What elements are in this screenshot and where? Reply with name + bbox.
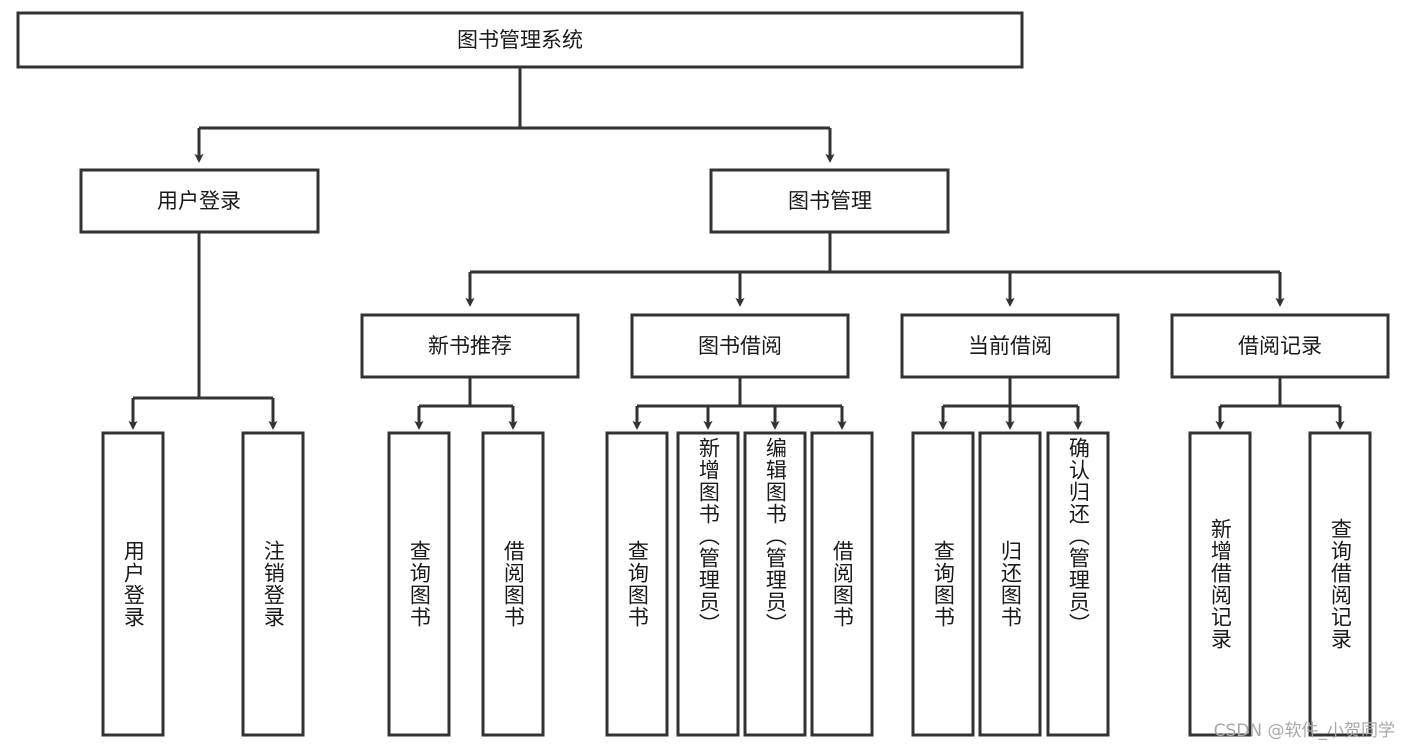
connector-userlogin-to-leaves <box>128 232 278 431</box>
node-current-borrow[interactable]: 当前借阅 <box>900 313 1120 379</box>
leaf-boxes <box>101 431 1372 737</box>
leaf-box-borrow-book-2[interactable] <box>810 431 874 737</box>
connector-root-to-level2 <box>194 67 835 164</box>
leaf-box-logout-login[interactable] <box>241 431 305 737</box>
leaf-box-add-book[interactable] <box>676 431 740 737</box>
leaf-box-return-book[interactable] <box>978 431 1042 737</box>
connector-borrowrecord-to-leaves <box>1215 377 1345 431</box>
leaf-box-borrow-book-1[interactable] <box>481 431 545 737</box>
node-book-management[interactable]: 图书管理 <box>709 168 950 234</box>
leaf-box-edit-book[interactable] <box>743 431 807 737</box>
leaf-box-query-book-3[interactable] <box>911 431 975 737</box>
node-new-book-recommend-label: 新书推荐 <box>428 334 512 358</box>
leaf-box-add-record[interactable] <box>1188 431 1252 737</box>
watermark-text: CSDN @软件_小贺同学 <box>1213 721 1395 741</box>
leaf-box-confirm-return[interactable] <box>1046 431 1110 737</box>
node-book-management-label: 图书管理 <box>788 189 872 213</box>
node-borrow-record-label: 借阅记录 <box>1238 334 1322 358</box>
connector-newbook-to-leaves <box>414 377 518 431</box>
connector-currentborrow-to-leaves <box>938 377 1083 431</box>
node-user-login[interactable]: 用户登录 <box>79 168 320 234</box>
leaf-box-user-login[interactable] <box>101 431 165 737</box>
node-user-login-label: 用户登录 <box>157 189 241 213</box>
node-root-system-label: 图书管理系统 <box>457 28 583 52</box>
leaf-box-query-record[interactable] <box>1308 431 1372 737</box>
leaf-box-query-book-1[interactable] <box>387 431 451 737</box>
node-book-borrow-label: 图书借阅 <box>698 334 782 358</box>
node-borrow-record[interactable]: 借阅记录 <box>1170 313 1390 379</box>
connector-bookmgmt-to-level3 <box>465 232 1285 308</box>
node-book-borrow[interactable]: 图书借阅 <box>630 313 850 379</box>
node-new-book-recommend[interactable]: 新书推荐 <box>360 313 580 379</box>
node-current-borrow-label: 当前借阅 <box>968 334 1052 358</box>
leaf-box-query-book-2[interactable] <box>605 431 669 737</box>
node-root-system[interactable]: 图书管理系统 <box>16 11 1024 69</box>
connector-bookborrow-to-leaves <box>632 377 847 431</box>
